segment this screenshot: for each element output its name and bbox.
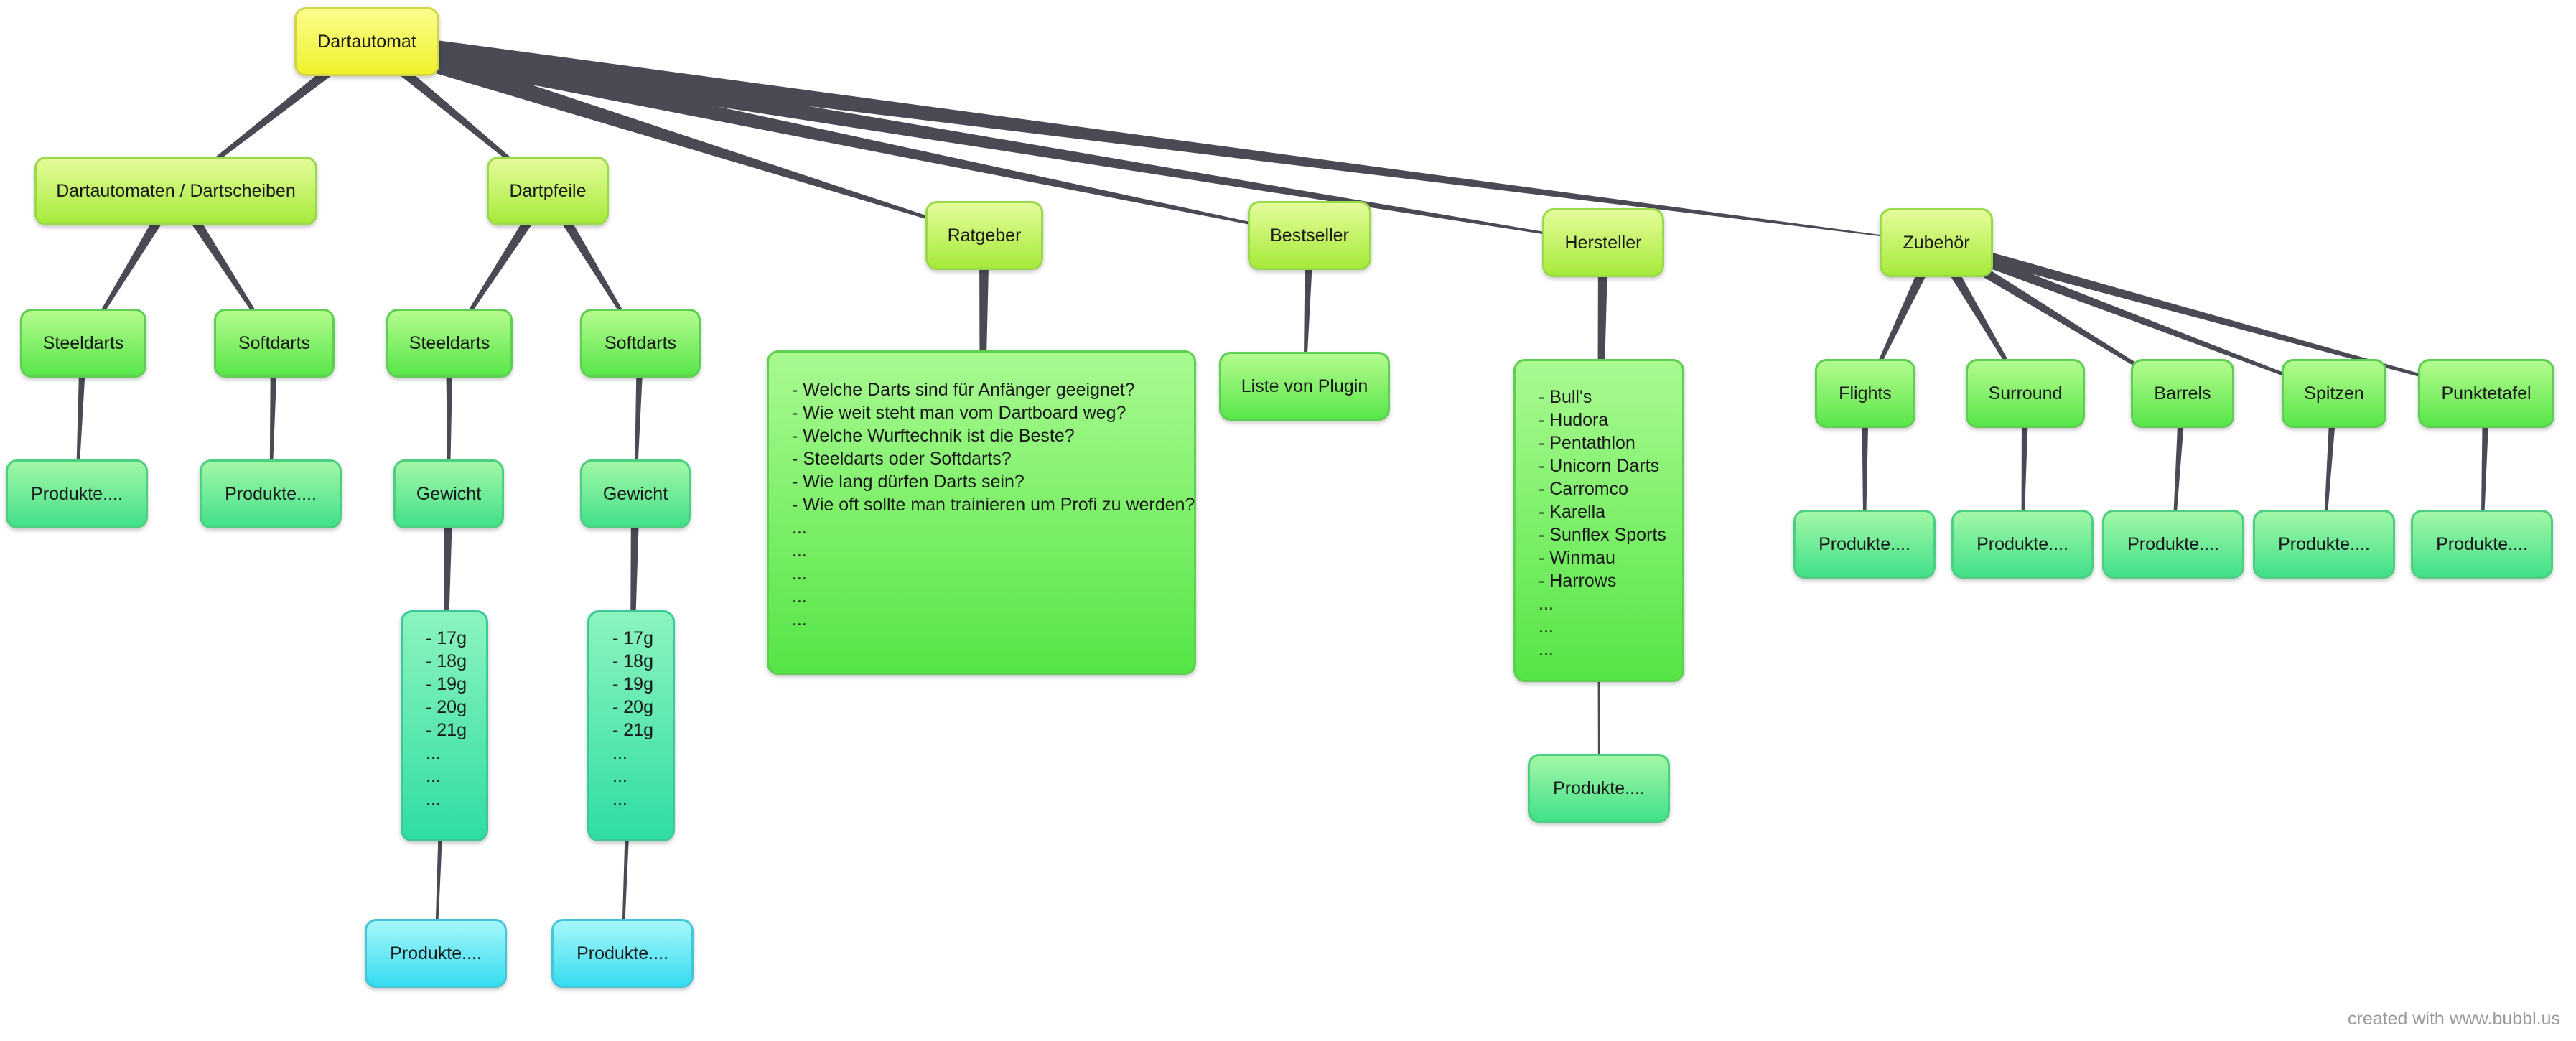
connector-line [269,342,278,494]
node-gewicht-liste[interactable]: - 17g - 18g - 19g - 20g - 21g ... ... ..… [587,610,675,841]
list-item: - Hudora [1539,410,1609,430]
list-item: - 21g [426,720,467,740]
node-liste-von-plugin[interactable]: Liste von Plugin [1219,352,1390,421]
node-bestseller[interactable]: Bestseller [1248,201,1371,270]
connector-line [1864,240,1942,394]
list-item: - Winmau [1539,548,1615,568]
node-gewicht-liste[interactable]: - 17g - 18g - 19g - 20g - 21g ... ... ..… [401,610,488,841]
list-item: ... [612,766,627,786]
list-item: ... [792,564,807,584]
node-softdarts[interactable]: Softdarts [580,309,701,378]
connector-line [171,187,276,344]
list-item: - Unicorn Darts [1539,456,1660,476]
node-produkte[interactable]: Produkte.... [2102,510,2244,579]
node-punktetafel[interactable]: Punktetafel [2418,359,2554,428]
list-item: - 21g [612,720,653,740]
connector-line [1862,393,1869,544]
connector-line [1934,237,2335,395]
list-item: ... [1539,640,1554,660]
connector-line [2021,393,2029,544]
node-steeldarts[interactable]: Steeldarts [386,309,513,378]
list-item: - Wie oft sollte man trainieren um Profi… [792,495,1195,515]
list-item: - Sunflex Sports [1539,525,1666,545]
list-item: - Welche Darts sind für Anfänger geeigne… [792,380,1135,400]
node-dartautomat[interactable]: Dartautomat [294,7,439,76]
connector-line [1933,238,2183,395]
connector-line [1934,237,2487,395]
list-item: - Karella [1539,502,1606,522]
list-item: ... [426,766,441,786]
connector-line [82,187,181,344]
list-item: ... [1539,594,1554,614]
connector-line [448,187,553,344]
list-item: - Carromco [1539,479,1629,499]
connector-line [1303,235,1314,386]
node-produkte[interactable]: Produkte.... [1951,510,2094,579]
list-item: - 17g [426,628,467,648]
connector-line [2172,393,2186,545]
list-item: - Pentathlon [1539,433,1635,453]
node-produkte[interactable]: Produkte.... [1528,754,1670,823]
node-dartpfeile[interactable]: Dartpfeile [487,157,609,225]
node-flights[interactable]: Flights [1815,359,1915,428]
list-item: ... [1539,617,1554,637]
node-hersteller-liste[interactable]: - Bull's - Hudora - Pentathlon - Unicorn… [1513,359,1684,682]
connector-line [363,31,985,236]
connector-line [75,342,87,495]
list-item: ... [426,789,441,809]
list-item: - 20g [426,697,467,717]
connector-line [365,31,1937,243]
node-softdarts[interactable]: Softdarts [214,309,335,378]
node-produkte[interactable]: Produkte.... [1793,510,1936,579]
node-surround[interactable]: Surround [1966,359,2085,428]
list-item: - 18g [426,651,467,671]
list-item: - 20g [612,697,653,717]
node-gewicht[interactable]: Gewicht [393,459,504,528]
node-ratgeber[interactable]: Ratgeber [925,201,1043,270]
list-item: ... [612,789,627,809]
connector-line [446,343,453,494]
connector-line [1931,239,2027,394]
list-item: ... [792,610,807,630]
node-produkte[interactable]: Produkte.... [551,919,694,988]
footer-credit: created with www.bubbl.us [2348,1009,2560,1029]
connector-line [634,342,644,494]
node-barrels[interactable]: Barrels [2131,359,2234,428]
list-item: - Bull's [1539,387,1592,407]
node-gewicht[interactable]: Gewicht [580,459,691,528]
node-steeldarts[interactable]: Steeldarts [20,309,146,378]
node-spitzen[interactable]: Spitzen [2282,359,2386,428]
list-item: ... [792,518,807,538]
node-produkte[interactable]: Produkte.... [365,919,507,988]
list-item: ... [792,587,807,607]
node-produkte[interactable]: Produkte.... [200,459,342,528]
node-produkte[interactable]: Produkte.... [6,459,148,528]
list-item: ... [792,541,807,561]
node-produkte[interactable]: Produkte.... [2253,510,2395,579]
list-item: - 17g [612,628,653,648]
node-ratgeber-fragen[interactable]: - Welche Darts sind für Anfänger geeigne… [767,350,1196,675]
list-item: - 19g [426,674,467,694]
list-item: ... [612,743,627,763]
connector-line [2323,393,2338,545]
list-item: - Harrows [1539,571,1617,591]
list-item: - Wie lang dürfen Darts sein? [792,472,1025,492]
node-zubehoer[interactable]: Zubehör [1880,208,1993,277]
list-item: - Steeldarts oder Softdarts? [792,449,1012,469]
connector-line [2481,393,2490,544]
node-produkte[interactable]: Produkte.... [2411,510,2553,579]
node-dartautomaten-dartscheiben[interactable]: Dartautomaten / Dartscheiben [34,157,317,225]
connector-line [543,187,642,344]
list-item: - Welche Wurftechnik ist die Beste? [792,426,1075,446]
list-item: - Wie weit steht man vom Dartboard weg? [792,403,1126,423]
list-item: ... [426,743,441,763]
node-hersteller[interactable]: Hersteller [1542,208,1664,277]
list-item: - 18g [612,651,653,671]
list-item: - 19g [612,674,653,694]
